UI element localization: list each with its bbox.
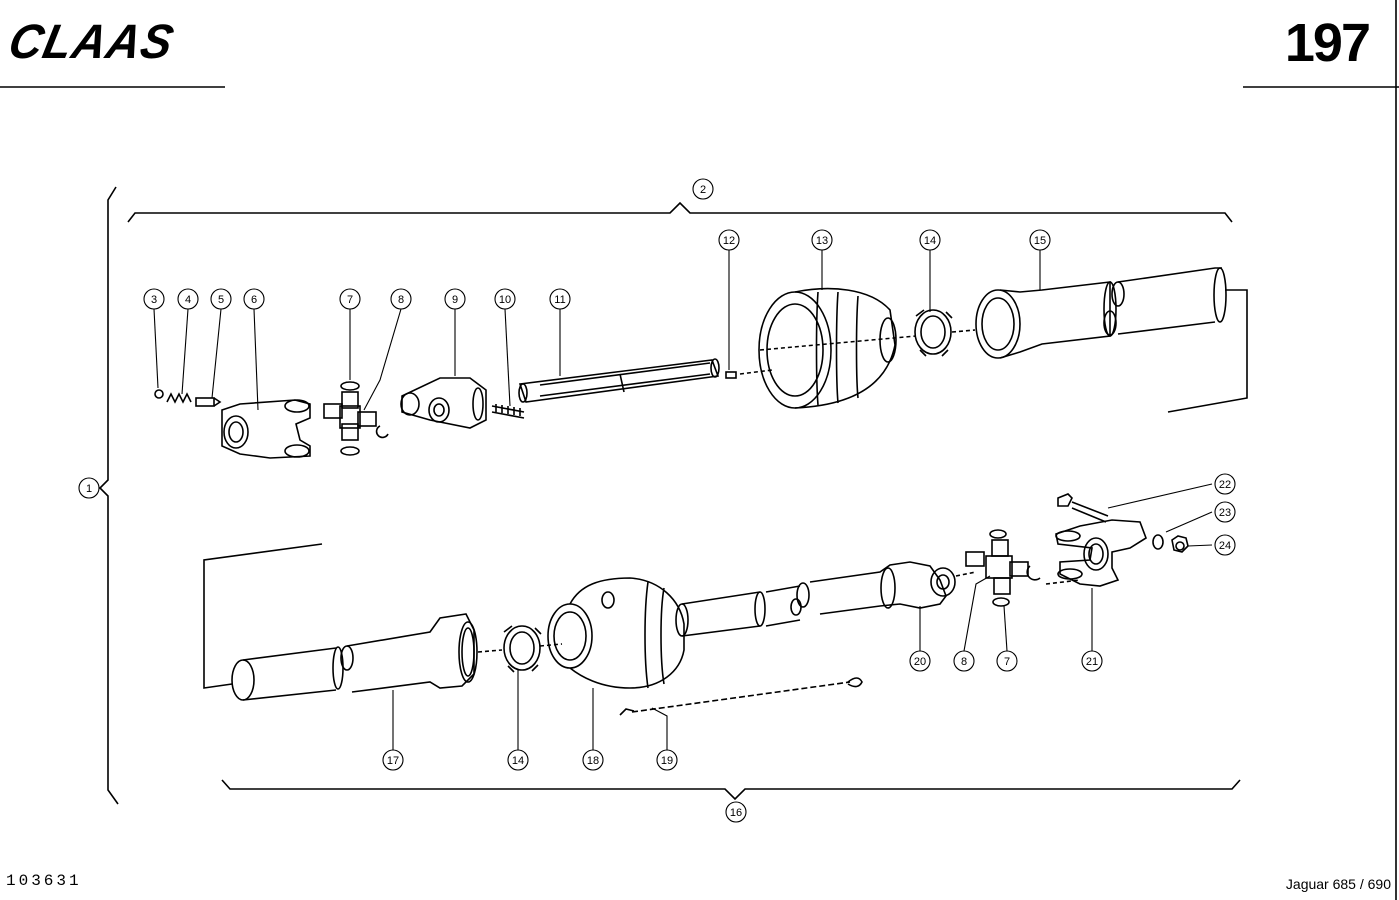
svg-text:2: 2: [700, 184, 706, 196]
callout-17: 17: [382, 749, 404, 771]
svg-text:16: 16: [730, 807, 742, 819]
callout-2: 2: [692, 178, 714, 200]
callout-14-upper: 14: [919, 229, 941, 251]
callout-10: 10: [494, 288, 516, 310]
svg-text:7: 7: [347, 294, 353, 306]
callout-3: 3: [143, 288, 165, 310]
callout-18: 18: [582, 749, 604, 771]
callout-20: 20: [909, 650, 931, 672]
callout-7-lower: 7: [996, 650, 1018, 672]
callout-4: 4: [177, 288, 199, 310]
svg-text:14: 14: [512, 755, 524, 767]
svg-text:17: 17: [387, 755, 399, 767]
callout-21: 21: [1081, 650, 1103, 672]
svg-text:1: 1: [86, 483, 92, 495]
callout-15: 15: [1029, 229, 1051, 251]
svg-text:11: 11: [554, 294, 565, 306]
callout-1: 1: [78, 477, 100, 499]
callout-23: 23: [1214, 501, 1236, 523]
svg-text:15: 15: [1034, 235, 1046, 247]
svg-text:3: 3: [151, 294, 157, 306]
svg-text:10: 10: [499, 294, 511, 306]
callout-12: 12: [718, 229, 740, 251]
model-label: Jaguar 685 / 690: [1285, 876, 1391, 892]
callout-11: 11: [549, 288, 571, 310]
svg-text:13: 13: [816, 235, 828, 247]
page-number: 197: [1284, 13, 1371, 73]
callout-16: 16: [725, 801, 747, 823]
callout-6: 6: [243, 288, 265, 310]
callout-8-upper: 8: [390, 288, 412, 310]
svg-text:6: 6: [251, 294, 257, 306]
document-number: 103631: [6, 872, 82, 890]
callout-5: 5: [210, 288, 232, 310]
callout-14-lower: 14: [507, 749, 529, 771]
svg-text:4: 4: [185, 294, 191, 306]
svg-text:5: 5: [218, 294, 224, 306]
svg-text:19: 19: [661, 755, 673, 767]
callout-8-lower: 8: [953, 650, 975, 672]
callout-9: 9: [444, 288, 466, 310]
svg-text:8: 8: [398, 294, 404, 306]
svg-text:8: 8: [961, 656, 967, 668]
callout-24: 24: [1214, 534, 1236, 556]
callout-19: 19: [656, 749, 678, 771]
svg-text:12: 12: [723, 235, 735, 247]
svg-text:7: 7: [1004, 656, 1010, 668]
svg-text:22: 22: [1219, 479, 1231, 491]
svg-text:21: 21: [1086, 656, 1098, 668]
callout-22: 22: [1214, 473, 1236, 495]
svg-text:9: 9: [452, 294, 458, 306]
svg-text:24: 24: [1219, 540, 1231, 552]
callout-7-upper: 7: [339, 288, 361, 310]
callout-13: 13: [811, 229, 833, 251]
svg-text:18: 18: [587, 755, 599, 767]
svg-text:14: 14: [924, 235, 936, 247]
svg-text:20: 20: [914, 656, 926, 668]
svg-text:23: 23: [1219, 507, 1231, 519]
